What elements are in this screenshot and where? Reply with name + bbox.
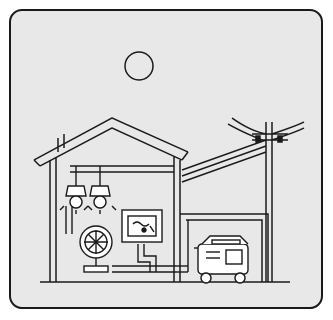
card-frame	[10, 10, 322, 308]
television-icon	[122, 210, 162, 242]
